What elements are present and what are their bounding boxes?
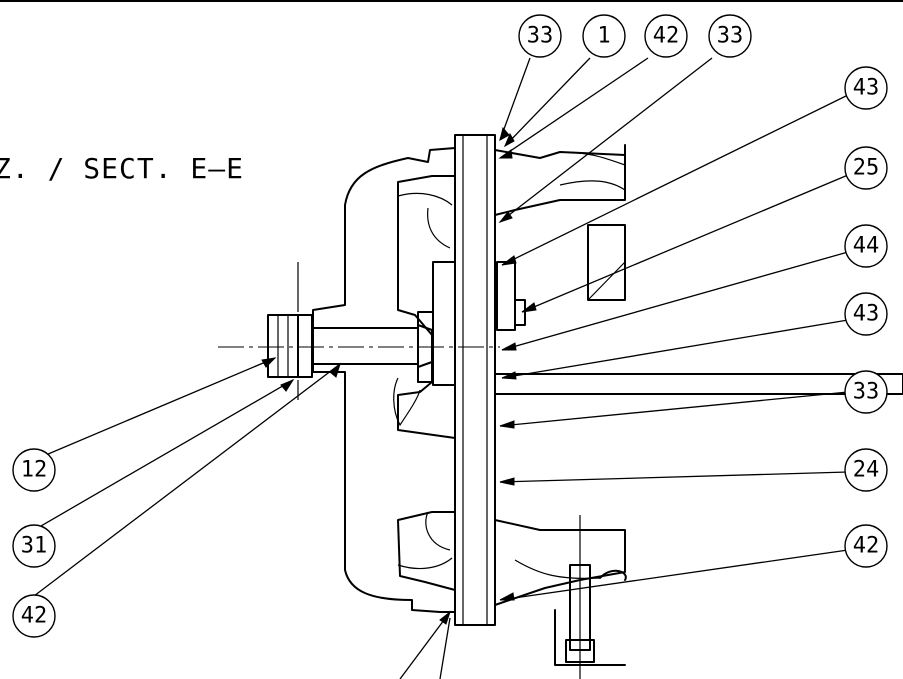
svg-text:33: 33 xyxy=(717,24,744,49)
svg-text:12: 12 xyxy=(21,458,48,483)
leader-lines xyxy=(33,57,849,679)
hub-piece xyxy=(417,261,456,386)
svg-text:33: 33 xyxy=(527,24,554,49)
callout-33-top-left: 33 xyxy=(518,14,562,58)
callout-33-right: 33 xyxy=(844,370,888,414)
callout-1: 1 xyxy=(582,14,626,58)
svg-text:42: 42 xyxy=(21,604,48,629)
callout-43-lower: 43 xyxy=(844,292,888,336)
svg-text:43: 43 xyxy=(853,302,880,327)
callout-44: 44 xyxy=(844,224,888,268)
svg-text:25: 25 xyxy=(853,156,880,181)
callout-25: 25 xyxy=(844,146,888,190)
svg-text:1: 1 xyxy=(597,24,610,49)
callout-33-top-right: 33 xyxy=(708,14,752,58)
svg-text:43: 43 xyxy=(853,76,880,101)
housing-cover xyxy=(312,147,456,613)
callout-42-right: 42 xyxy=(844,524,888,568)
callout-42-top: 42 xyxy=(644,14,688,58)
callout-24: 24 xyxy=(844,448,888,492)
central-plate xyxy=(454,134,496,626)
right-components xyxy=(494,144,903,679)
section-title: Z. / SECT. E–E xyxy=(0,152,244,185)
svg-text:24: 24 xyxy=(853,458,880,483)
svg-text:42: 42 xyxy=(853,534,880,559)
callout-12: 12 xyxy=(12,448,56,492)
callout-43-upper: 43 xyxy=(844,66,888,110)
callout-42-left: 42 xyxy=(12,594,56,638)
svg-text:42: 42 xyxy=(653,24,680,49)
callout-31: 31 xyxy=(12,524,56,568)
svg-text:44: 44 xyxy=(853,234,880,259)
svg-text:31: 31 xyxy=(21,534,48,559)
shaft-bolt xyxy=(267,314,433,378)
svg-text:33: 33 xyxy=(853,380,880,405)
